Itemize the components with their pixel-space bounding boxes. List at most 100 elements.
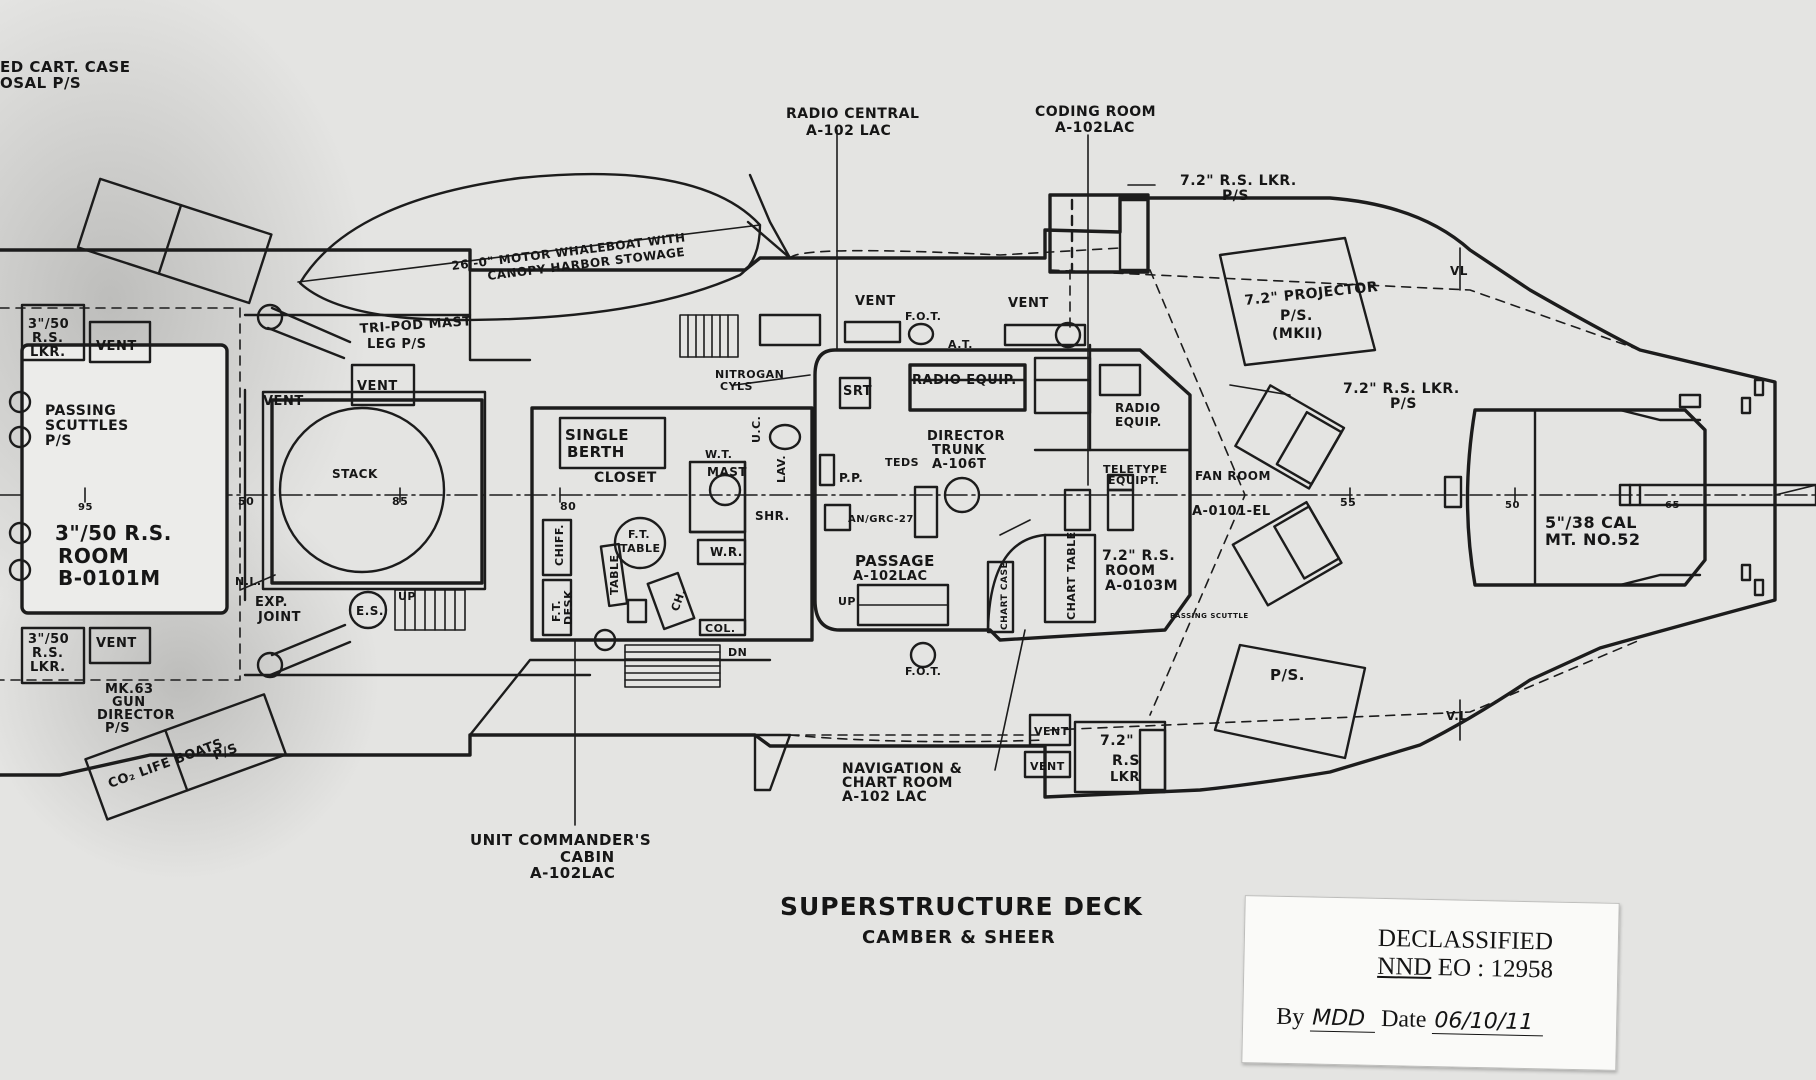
label-coding-room: CODING ROOM bbox=[1035, 104, 1156, 120]
label-ch: CH. bbox=[669, 587, 689, 613]
label-director-trunk-2: TRUNK bbox=[932, 443, 985, 458]
label-uc: U.C. bbox=[750, 416, 763, 443]
label-rs-room: 3"/50 R.S. bbox=[55, 521, 172, 545]
label-rs-room-3: B-0101M bbox=[58, 566, 161, 590]
label-lav: LAV. bbox=[775, 455, 788, 483]
label-rs-room-72-2: ROOM bbox=[1105, 563, 1156, 579]
gun-mount bbox=[1465, 408, 1707, 587]
label-rs-lkr-350-bot: 3"/50 bbox=[28, 632, 69, 647]
label-vent-a: VENT bbox=[96, 339, 137, 354]
rs-room-b0101m bbox=[20, 343, 229, 615]
label-dn: DN bbox=[728, 646, 747, 659]
label-vl-bottom: V.L bbox=[1446, 709, 1467, 723]
label-at: A.T. bbox=[948, 338, 973, 351]
radio-deckhouse bbox=[813, 348, 1192, 642]
label-ft-desk-2: DESK bbox=[562, 590, 575, 625]
stamp-by-value: MDD bbox=[1309, 1005, 1376, 1033]
label-closet: CLOSET bbox=[594, 470, 657, 486]
label-srt: SRT bbox=[843, 384, 872, 399]
drawing-subtitle: CAMBER & SHEER bbox=[862, 927, 1056, 948]
label-cart-case: ED CART. CASE bbox=[0, 58, 130, 76]
label-fot-b: F.O.T. bbox=[905, 665, 941, 678]
label-chart-table: CHART TABLE bbox=[1065, 531, 1078, 620]
label-commander: UNIT COMMANDER'S bbox=[470, 831, 651, 849]
label-vent-h: VENT bbox=[1030, 760, 1065, 773]
stamp-authority: NND EO : 12958 bbox=[1377, 953, 1553, 985]
label-rs-room-72-3: A-0103M bbox=[1105, 578, 1178, 594]
label-col: COL. bbox=[705, 622, 736, 635]
label-frame-55: 55 bbox=[1340, 496, 1356, 509]
label-single-berth: SINGLE bbox=[565, 426, 629, 444]
label-rs-lkr-350-bot-3: LKR. bbox=[30, 660, 66, 675]
label-rs-lkr-bot: 7.2" bbox=[1100, 733, 1134, 749]
label-navigation-3: A-102 LAC bbox=[842, 789, 927, 805]
label-projector: 7.2" PROJECTOR bbox=[1244, 279, 1379, 309]
label-frame-80: 80 bbox=[560, 500, 576, 513]
label-vent-g: VENT bbox=[1034, 725, 1069, 738]
stamp-by-label: By bbox=[1275, 1003, 1305, 1031]
label-passing-scuttles-2: SCUTTLES bbox=[45, 418, 129, 434]
label-radio-central: RADIO CENTRAL bbox=[786, 106, 919, 122]
label-mk63-3: DIRECTOR bbox=[97, 708, 175, 723]
stamp-declassified: DECLASSIFIED bbox=[1377, 924, 1554, 956]
label-nitrogen: NITROGAN bbox=[715, 368, 784, 381]
label-vent-b: VENT bbox=[357, 379, 398, 394]
stack-room bbox=[270, 398, 484, 585]
label-shr: SHR. bbox=[755, 509, 790, 523]
label-cart-case-2: OSAL P/S bbox=[0, 74, 81, 92]
label-passage: PASSAGE bbox=[855, 552, 935, 570]
label-frame-50b: 50 bbox=[1505, 500, 1520, 511]
label-rs-room-2: ROOM bbox=[58, 544, 129, 568]
label-projector-mk: (MKII) bbox=[1272, 326, 1323, 342]
label-vl-top: VL bbox=[1450, 264, 1468, 278]
label-rs-lkr-top: 7.2" R.S. LKR. bbox=[1180, 173, 1297, 189]
label-fan-room: FAN ROOM bbox=[1195, 469, 1271, 483]
label-pp: P.P. bbox=[839, 471, 863, 485]
label-teletype: TELETYPE bbox=[1103, 463, 1168, 476]
label-mount-2: MT. NO.52 bbox=[1545, 530, 1641, 549]
label-table: TABLE bbox=[608, 554, 621, 595]
label-mount: 5"/38 CAL bbox=[1545, 513, 1637, 532]
stamp-authority-prefix: NND bbox=[1377, 952, 1432, 982]
label-frame-50: 50 bbox=[238, 495, 254, 508]
label-passage-2: A-102LAC bbox=[853, 569, 927, 584]
label-passing-scuttles-3: P/S bbox=[45, 433, 72, 449]
label-rs-room-72: 7.2" R.S. bbox=[1102, 548, 1175, 564]
label-fan-room-id: A-0101-EL bbox=[1192, 504, 1271, 519]
label-teletype-2: EQUIPT. bbox=[1108, 474, 1159, 487]
label-navigation-2: CHART ROOM bbox=[842, 775, 953, 791]
label-es: E.S. bbox=[356, 604, 384, 618]
drawing-title: SUPERSTRUCTURE DECK bbox=[780, 892, 1143, 921]
label-passing-scuttle-small: PASSING SCUTTLE bbox=[1170, 612, 1249, 620]
stamp-by-date: By MDD Date 06/10/11 bbox=[1276, 1004, 1544, 1037]
label-chart-case: CHART CASE bbox=[1000, 562, 1010, 630]
stamp-date-value: 06/10/11 bbox=[1432, 1008, 1544, 1037]
quarters-block bbox=[530, 406, 814, 642]
label-rs-lkr-350-top: 3"/50 bbox=[28, 317, 69, 332]
label-fot-a: F.O.T. bbox=[905, 310, 941, 323]
label-frame-85: 85 bbox=[392, 495, 408, 508]
label-radio-central-id: A-102 LAC bbox=[806, 123, 891, 139]
label-chiff: CHIFF. bbox=[553, 524, 566, 566]
label-radio-equip-3: EQUIP. bbox=[1115, 415, 1162, 429]
label-frame-95: 95 bbox=[78, 502, 93, 513]
label-vent-d: VENT bbox=[855, 294, 896, 309]
label-rs-lkr-350-bot-2: R.S. bbox=[32, 646, 64, 661]
label-ft-table-2: TABLE bbox=[620, 542, 661, 555]
label-single-berth-2: BERTH bbox=[567, 443, 625, 461]
label-rs-lkr-350-top-3: LKR. bbox=[30, 345, 66, 360]
label-radio-equip: RADIO EQUIP. bbox=[912, 373, 1017, 388]
label-rs-lkr-350-top-2: R.S. bbox=[32, 331, 64, 346]
label-mk63: MK.63 bbox=[105, 682, 154, 697]
label-rs-lkr-bot-2: R.S bbox=[1112, 753, 1140, 769]
whaleboat bbox=[298, 172, 762, 322]
label-rs-lkr-upper-right-ps: P/S bbox=[1390, 396, 1417, 412]
label-mk63-2: GUN bbox=[112, 695, 146, 710]
label-coding-room-id: A-102LAC bbox=[1055, 120, 1135, 136]
label-tripod: TRI-POD MAST bbox=[359, 314, 472, 337]
label-commander-3: A-102LAC bbox=[530, 864, 615, 882]
label-projector-ps: P/S. bbox=[1280, 308, 1313, 324]
label-passing-scuttles: PASSING bbox=[45, 403, 116, 419]
